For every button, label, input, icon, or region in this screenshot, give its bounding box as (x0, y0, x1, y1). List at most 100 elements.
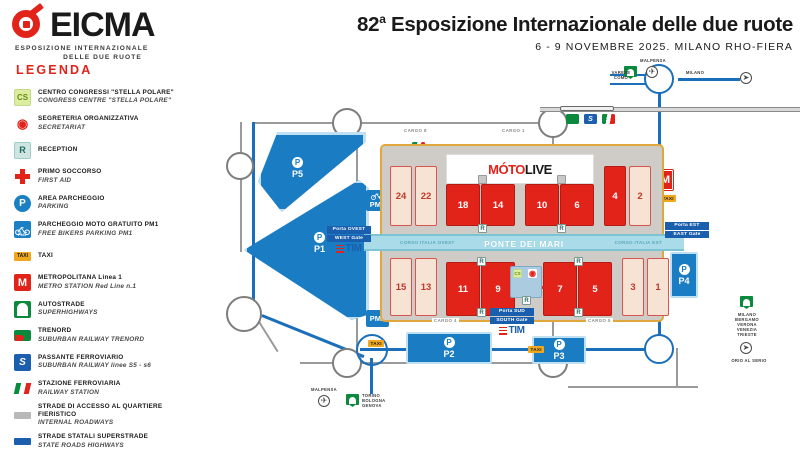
legend-item-text: TAXI (38, 252, 53, 260)
railway-station-marker[interactable] (560, 106, 614, 111)
east-gate[interactable]: Porta EST EAST Gate (665, 222, 709, 239)
legend-item-label-it: PRIMO SOCCORSO (38, 168, 102, 176)
reception-icon: R (14, 141, 31, 159)
highway-icon-east (740, 296, 753, 309)
hall-11[interactable]: 11 (446, 262, 480, 316)
motolive-area[interactable]: MÓTOLIVE (446, 154, 594, 184)
hall-3[interactable]: 3 (622, 258, 644, 316)
state-road-icon (14, 438, 31, 446)
hall-5[interactable]: 5 (578, 262, 612, 316)
parking-p2-label: P2 (443, 349, 455, 359)
congress-centre-marker[interactable]: CS (513, 269, 522, 278)
hall-4[interactable]: 4 (604, 166, 626, 226)
motolive-logo: MÓTOLIVE (488, 162, 552, 177)
legend-item-label-en: SUPERHIGHWAYS (38, 309, 98, 317)
state-road-east (678, 78, 740, 81)
east-gate-label-en: EAST Gate (665, 230, 709, 239)
roundabout-far-nw[interactable] (226, 152, 254, 180)
railway-station-icon (13, 380, 32, 398)
legend-item-label-en: INTERNAL ROADWAYS (38, 419, 114, 427)
bike-parking-pm1-label: PM1 (369, 200, 386, 209)
junction-sw-blue[interactable] (356, 334, 388, 366)
reception-marker-n2[interactable]: R (557, 224, 566, 233)
hall-1[interactable]: 1 (647, 258, 669, 316)
malpensa-airport-icon: ✈ (646, 66, 658, 78)
ponte-dei-mari[interactable]: PONTE DEI MARI CORSO ITALIA OVEST CORSO … (364, 234, 684, 251)
reception-marker-center[interactable]: R (522, 296, 531, 305)
eicma-logo: EICMA ESPOSIZIONE INTERNAZIONALE DELLE D… (12, 3, 190, 62)
congress-centre-icon: CS (14, 88, 31, 106)
secretariat-icon: ◉ (14, 115, 31, 133)
road-top-horizontal (252, 122, 552, 125)
service-square-north-east (557, 175, 566, 184)
road-vertical-se (676, 348, 679, 388)
page-header: 82a Esposizione Internazionale delle due… (255, 6, 793, 53)
taxi-marker-south[interactable]: TAXI (528, 346, 545, 353)
reception-marker-s2[interactable]: R (477, 308, 486, 317)
cargo-label-1: CARGO 1 (500, 128, 527, 133)
south-gate-label-en: SOUTH Gate (490, 316, 534, 325)
reception-marker-s3[interactable]: R (574, 257, 583, 266)
parking-icon: P (292, 157, 303, 168)
secretariat-marker[interactable]: ◉ (528, 269, 537, 278)
hall-2[interactable]: 2 (629, 166, 651, 226)
parking-p5-label: P5 (292, 169, 304, 179)
legend-item-label-it: TAXI (38, 252, 54, 260)
hall-22[interactable]: 22 (415, 166, 437, 226)
parking-icon: P (553, 339, 565, 350)
legend-item-label-en: SUBURBAN RAILWAY linee S5 - s6 (38, 362, 152, 370)
highway-icon (14, 300, 31, 318)
legend-item-label-it: AREA PARCHEGGIO (38, 194, 105, 202)
parking-p1-label: P1 (314, 244, 326, 254)
legend-item-label-it: STRADE STATALI SUPERSTRADE (38, 433, 149, 441)
reception-marker-s4[interactable]: R (574, 308, 583, 317)
hall-6[interactable]: 6 (560, 184, 594, 226)
legend-item-label-it: STAZIONE FERROVIARIA (38, 380, 121, 388)
west-gate-label-en: WEST Gate (327, 234, 371, 243)
hall-14[interactable]: 14 (481, 184, 515, 226)
parking-p4-label: P4 (678, 276, 690, 286)
parking-p4[interactable]: P P4 (670, 252, 698, 298)
south-gate[interactable]: Porta SUD SOUTH Gate TIM (490, 308, 534, 336)
legend-item-text: RECEPTION (38, 146, 78, 154)
service-square-north-west (478, 175, 487, 184)
west-gate[interactable]: Porta OVEST WEST Gate TIM (327, 226, 371, 254)
tim-wordmark: TIM (345, 243, 362, 255)
corso-italia-ovest-label: CORSO ITALIA OVEST (400, 240, 455, 245)
legend-item-label-it: SEGRETERIA ORGANIZZATIVA (38, 115, 139, 123)
cargo-label-4: CARGO 4 (432, 318, 459, 323)
first-aid-marker[interactable] (542, 282, 553, 293)
hall-15[interactable]: 15 (390, 258, 412, 316)
state-road-far-west (252, 122, 255, 317)
fairground-map[interactable]: P P5 P P1 P P2 P P3 P P4 PM1 PM2 TAXI TA… (200, 52, 800, 450)
reception-marker-s1[interactable]: R (477, 257, 486, 266)
hall-13[interactable]: 13 (415, 258, 437, 316)
hall-24[interactable]: 24 (390, 166, 412, 226)
roundabout-ne[interactable] (538, 108, 568, 138)
tim-bars-icon (499, 326, 508, 335)
railway-line (540, 107, 800, 112)
legend-item-label-en: SUBURBAN RAILWAY TRENORD (38, 335, 145, 343)
legend-item-label-it: PARCHEGGIO MOTO GRATUITO PM1 (38, 221, 159, 229)
roundabout-far-sw[interactable] (226, 296, 262, 332)
trenord-logo-icon (566, 114, 579, 124)
hall-18[interactable]: 18 (446, 184, 480, 226)
taxi-marker-west[interactable]: TAXI (368, 340, 385, 347)
exit-torino-bologna-genova-label: TORINO BOLOGNA GENOVA (362, 393, 386, 408)
taxi-marker-east[interactable]: TAXI (660, 195, 677, 202)
junction-south-blue[interactable] (644, 334, 674, 364)
reception-marker-n1[interactable]: R (478, 224, 487, 233)
legend-item-label-it: STRADE DI ACCESSO AL QUARTIERE FIERISTIC… (38, 402, 163, 419)
parking-p2[interactable]: P P2 (406, 332, 492, 364)
eicma-wheel-icon (12, 3, 46, 42)
hall-10[interactable]: 10 (525, 184, 559, 226)
exit-malpensa-north-label: MALPENSA (640, 58, 666, 63)
